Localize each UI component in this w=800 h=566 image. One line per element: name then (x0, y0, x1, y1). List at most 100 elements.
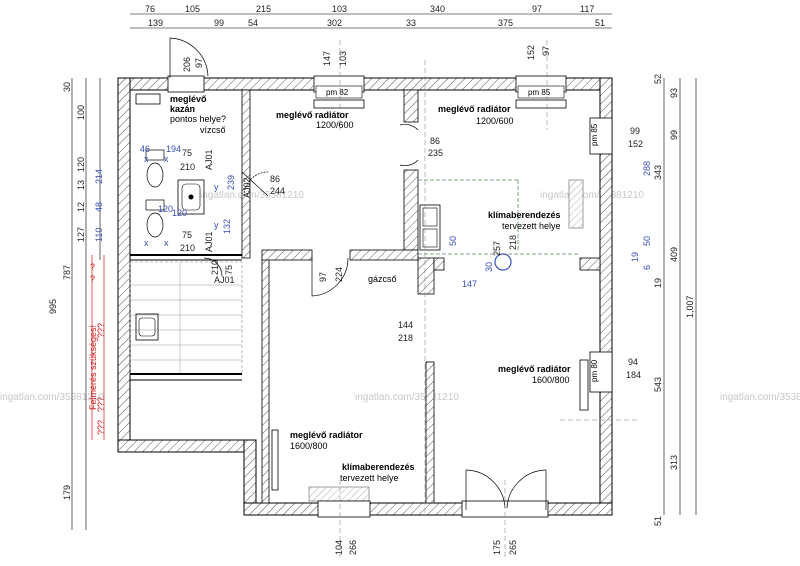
dim-label: 147 (322, 51, 332, 66)
dim-label: 313 (669, 455, 679, 470)
ac-label: tervezett helye (502, 221, 561, 231)
ac-placement-right (568, 179, 584, 229)
blue-dim: 120 (172, 208, 187, 218)
dim-label: 86 (270, 174, 280, 184)
blue-dim: 50 (448, 236, 458, 246)
watermark-text: ingatlan.com/35381210 (720, 392, 800, 403)
toilet-icon (145, 149, 165, 188)
dim-label: 75 (182, 148, 192, 158)
dim-label: 218 (398, 333, 413, 343)
blue-dim: 19 (630, 252, 640, 262)
blue-dim: x (144, 154, 149, 164)
dimension-right (663, 78, 697, 515)
dim-label: 210 (210, 260, 220, 275)
dim-label: 215 (256, 4, 271, 14)
dim-label: 144 (398, 320, 413, 330)
dim-label: 97 (541, 46, 551, 56)
watermark-text: ingatlan.com/35381210 (355, 392, 459, 403)
watermark-text: ingatlan.com/35381210 (200, 190, 304, 201)
pm-label: pm 85 (590, 123, 599, 146)
boiler-label: kazán (170, 104, 195, 114)
radiator-label: meglévő radiátor (498, 364, 571, 374)
dimension-left (71, 78, 101, 530)
watermark-text: ingatlan.com/35381210 (0, 392, 104, 403)
dim-label: 787 (62, 265, 72, 280)
blue-dim: 239 (226, 175, 236, 190)
dim-label: 206 (182, 57, 192, 72)
dim-label: 99 (669, 130, 679, 140)
blue-dim: 120 (158, 204, 173, 214)
dim-label: 235 (428, 148, 443, 158)
blue-dim: 214 (94, 169, 104, 184)
dim-label: 139 (148, 18, 163, 28)
blue-dim: y (214, 220, 219, 230)
blue-dim: 147 (462, 279, 477, 289)
walls (117, 77, 613, 516)
washbasin-icon (177, 179, 205, 215)
dim-label: 12 (76, 202, 86, 212)
dim-label: 105 (185, 4, 200, 14)
radiator-size: 1200/600 (476, 116, 514, 126)
dim-label: 76 (145, 4, 155, 14)
blue-dim: x (164, 238, 169, 248)
stairs (129, 261, 243, 381)
dim-label: 175 (492, 540, 502, 555)
survey-q: ? (90, 274, 95, 284)
ac-label: klímaberendezés (488, 210, 561, 220)
radiator-label: meglévő radiátor (290, 430, 363, 440)
drain-icon (494, 253, 512, 271)
dim-label: 218 (508, 235, 518, 250)
dim-label: 100 (76, 105, 86, 120)
survey-required-dims (91, 255, 105, 440)
dim-label: 152 (526, 45, 536, 60)
dim-label: 97 (318, 272, 328, 282)
toilet-icon (145, 199, 165, 238)
radiator-label: meglévő radiátor (276, 110, 349, 120)
blue-dim: 50 (642, 236, 652, 246)
pipe-label: gázcső (368, 274, 397, 284)
dim-label: 75 (182, 230, 192, 240)
dim-label: 103 (338, 51, 348, 66)
dim-label: 127 (76, 227, 86, 242)
dim-label: 543 (653, 377, 663, 392)
dim-label: 99 (630, 126, 640, 136)
dim-label: 97 (532, 4, 542, 14)
dim-label: 210 (180, 162, 195, 172)
dim-label: 54 (248, 18, 258, 28)
radiator-size: 1600/800 (532, 375, 570, 385)
radiator-size: 1600/800 (290, 441, 328, 451)
dim-label: 120 (76, 157, 86, 172)
dim-label: 86 (430, 136, 440, 146)
radiator-size: 1200/600 (316, 120, 354, 130)
watermarks: ingatlan.com/35381210 ingatlan.com/35381… (0, 190, 800, 403)
ac-placement-bottom (308, 486, 370, 502)
radiator-label: meglévő radiátor (438, 104, 511, 114)
dim-label: 343 (653, 165, 663, 180)
dim-label: 30 (62, 82, 72, 92)
dim-label: 103 (332, 4, 347, 14)
blue-dim: x (144, 238, 149, 248)
survey-q: ??? (96, 323, 106, 338)
dim-label: 265 (508, 540, 518, 555)
dim-label: 409 (669, 247, 679, 262)
dim-label: 340 (430, 4, 445, 14)
radiator-bottom-left (271, 429, 279, 491)
radiator-right (579, 359, 589, 411)
blue-dim: 194 (166, 144, 181, 154)
dim-label: 75 (224, 265, 234, 275)
pm-label: pm 82 (326, 88, 349, 97)
dim-label: 117 (580, 4, 594, 14)
dim-label: 179 (62, 485, 72, 500)
pm-label: pm 85 (528, 88, 551, 97)
blue-dim: y (214, 182, 219, 192)
doors (169, 37, 547, 510)
sink-icon (135, 313, 159, 341)
dim-label: 995 (48, 299, 58, 314)
dim-label: 257 (492, 241, 502, 256)
survey-warning: Felmérés szükséges! (88, 325, 98, 410)
radiator-top-left (313, 99, 365, 109)
blue-dim: 30 (484, 262, 494, 272)
dim-label: 97 (194, 58, 204, 68)
dim-label: 302 (327, 18, 342, 28)
